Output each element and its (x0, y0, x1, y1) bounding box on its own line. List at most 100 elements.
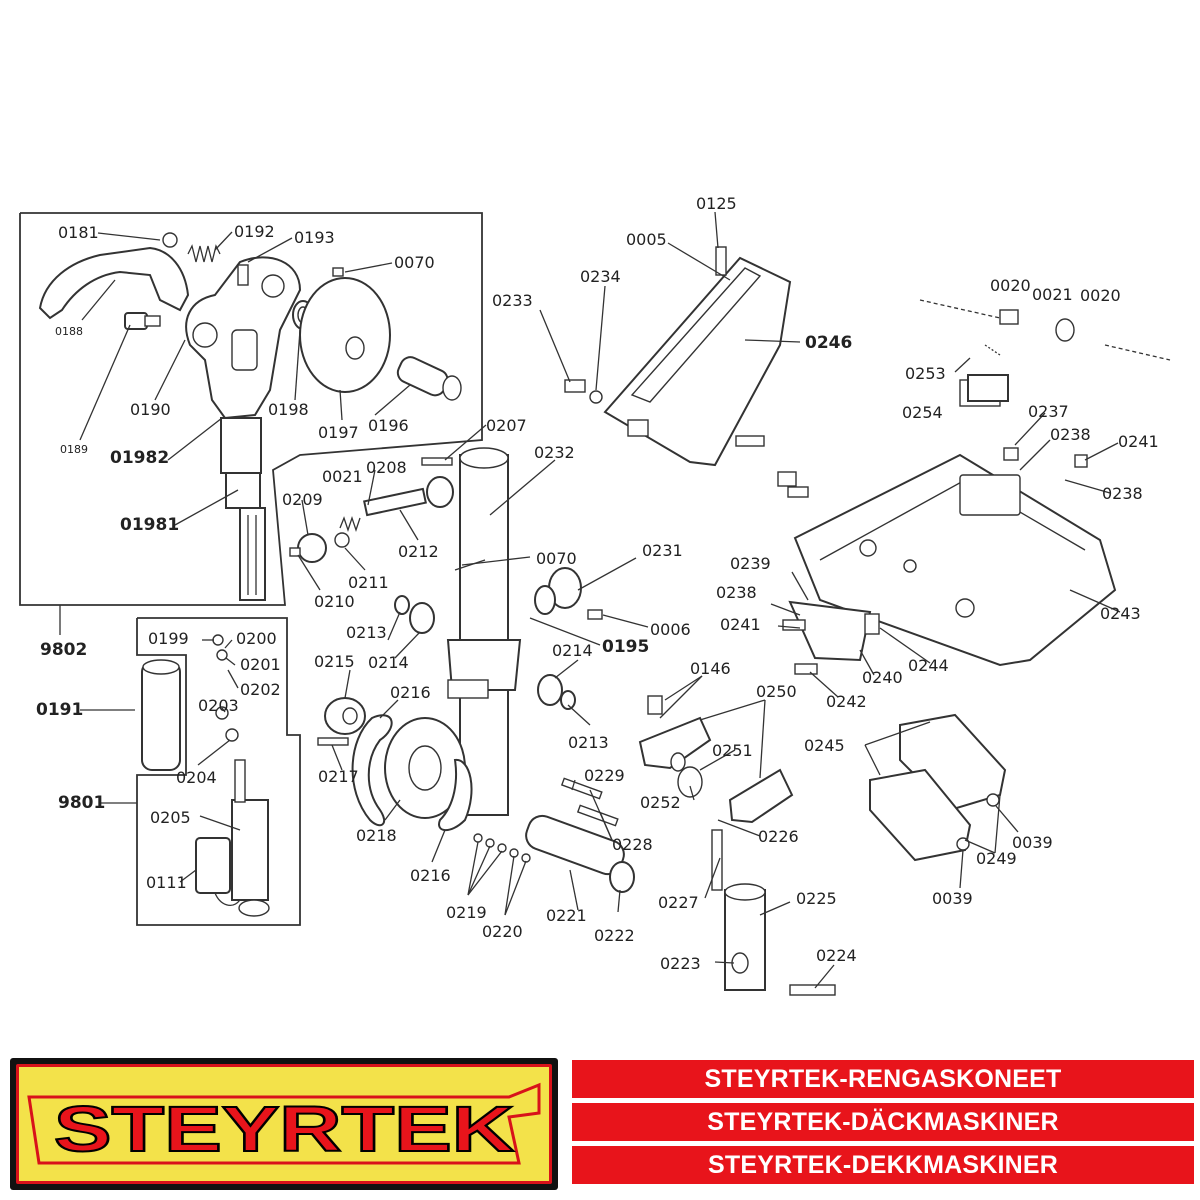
assembly-frame-9801 (100, 617, 301, 926)
label-0223: 0223 (660, 954, 701, 973)
label-0199: 0199 (148, 629, 189, 648)
label-0241-a: 0241 (1118, 432, 1159, 451)
column-0232 (446, 447, 522, 816)
label-01982: 01982 (110, 448, 169, 468)
label-0225: 0225 (796, 889, 837, 908)
label-0243: 0243 (1100, 604, 1141, 623)
label-0237: 0237 (1028, 402, 1069, 421)
label-0196: 0196 (368, 416, 409, 435)
label-0070: 0070 (394, 253, 435, 272)
leader-lines (79, 211, 1121, 989)
clutch-disc-0218 (317, 714, 473, 832)
label-0216-b: 0216 (410, 866, 451, 885)
label-0251: 0251 (712, 741, 753, 760)
label-0210: 0210 (314, 592, 355, 611)
banner-line-dackmaskiner: STEYRTEK-DÄCKMASKINER (572, 1103, 1194, 1141)
label-0239: 0239 (730, 554, 771, 573)
label-0221: 0221 (546, 906, 587, 925)
carriage-0243 (793, 379, 1117, 667)
label-0125: 0125 (696, 194, 737, 213)
label-0224: 0224 (816, 946, 857, 965)
hook-arm-part (38, 232, 190, 320)
shaft-0212 (289, 487, 427, 563)
label-0111: 0111 (146, 873, 187, 892)
label-0021-r: 0021 (1032, 285, 1073, 304)
label-0146: 0146 (690, 659, 731, 678)
blocks-0245 (869, 374, 1009, 862)
brand-banner: STEYRTEK STEYRTEK-RENGASKONEET STEYRTEK-… (0, 1050, 1200, 1200)
label-0216-a: 0216 (390, 683, 431, 702)
label-0207: 0207 (486, 416, 527, 435)
label-0245: 0245 (804, 736, 845, 755)
label-0213-b: 0213 (568, 733, 609, 752)
claws-0250 (638, 695, 794, 824)
label-0212: 0212 (398, 542, 439, 561)
shaft-01981 (220, 417, 266, 601)
disc-0197 (299, 277, 391, 393)
part-labels: 0181 0192 0193 0070 0188 0190 0189 0198 … (36, 194, 1159, 973)
label-0242: 0242 (826, 692, 867, 711)
lever-body-part (185, 256, 302, 420)
slide-block-0246 (564, 246, 792, 467)
label-0181: 0181 (58, 223, 99, 242)
label-0195: 0195 (602, 637, 649, 657)
pin-0207 (421, 457, 453, 466)
label-0246: 0246 (805, 333, 852, 353)
yoke-0231 (534, 567, 603, 620)
label-0191: 0191 (36, 700, 83, 720)
label-0201: 0201 (240, 655, 281, 674)
label-0238-a: 0238 (1050, 425, 1091, 444)
label-0203: 0203 (198, 696, 239, 715)
label-0039-a: 0039 (1012, 833, 1053, 852)
label-0228: 0228 (612, 835, 653, 854)
label-0222: 0222 (594, 926, 635, 945)
label-0219: 0219 (446, 903, 487, 922)
label-01981: 01981 (120, 515, 179, 535)
label-0198: 0198 (268, 400, 309, 419)
banner-line-rengaskoneet: STEYRTEK-RENGASKONEET (572, 1060, 1194, 1098)
label-0070-mid: 0070 (536, 549, 577, 568)
label-0190: 0190 (130, 400, 171, 419)
washers-0213-0214 (394, 595, 576, 710)
label-0213-a: 0213 (346, 623, 387, 642)
label-0254: 0254 (902, 403, 943, 422)
pin-0196 (396, 356, 462, 401)
label-0209: 0209 (282, 490, 323, 509)
label-0020-a: 0020 (990, 276, 1031, 295)
label-0214-a: 0214 (368, 653, 409, 672)
label-0250: 0250 (756, 682, 797, 701)
label-0252: 0252 (640, 793, 681, 812)
label-0188: 0188 (55, 325, 83, 338)
label-0240: 0240 (862, 668, 903, 687)
valve-0111 (195, 837, 241, 906)
label-0005: 0005 (626, 230, 667, 249)
label-0215: 0215 (314, 652, 355, 671)
cylinder-0205 (212, 634, 270, 917)
label-0234: 0234 (580, 267, 621, 286)
bushing-0021 (426, 476, 454, 508)
label-0006: 0006 (650, 620, 691, 639)
label-0218: 0218 (356, 826, 397, 845)
bolt-pair (777, 471, 809, 498)
label-0193: 0193 (294, 228, 335, 247)
label-0189: 0189 (60, 443, 88, 456)
label-0214-b: 0214 (552, 641, 593, 660)
label-0021: 0021 (322, 467, 363, 486)
screw-0070-top (332, 267, 344, 277)
cylinder-0225 (711, 829, 836, 996)
label-0211: 0211 (348, 573, 389, 592)
label-9801: 9801 (58, 793, 105, 813)
label-0208: 0208 (366, 458, 407, 477)
label-0039-b: 0039 (932, 889, 973, 908)
chains-0020 (919, 299, 1171, 361)
label-0232: 0232 (534, 443, 575, 462)
label-0253: 0253 (905, 364, 946, 383)
label-0249: 0249 (976, 849, 1017, 868)
label-0204: 0204 (176, 768, 217, 787)
pivot-bolt-part (124, 312, 161, 330)
label-0241-b: 0241 (720, 615, 761, 634)
bracket-0239 (782, 600, 880, 675)
label-9802: 9802 (40, 640, 87, 660)
block-0215 (324, 697, 366, 735)
logo-text: STEYRTEK (54, 1093, 514, 1165)
